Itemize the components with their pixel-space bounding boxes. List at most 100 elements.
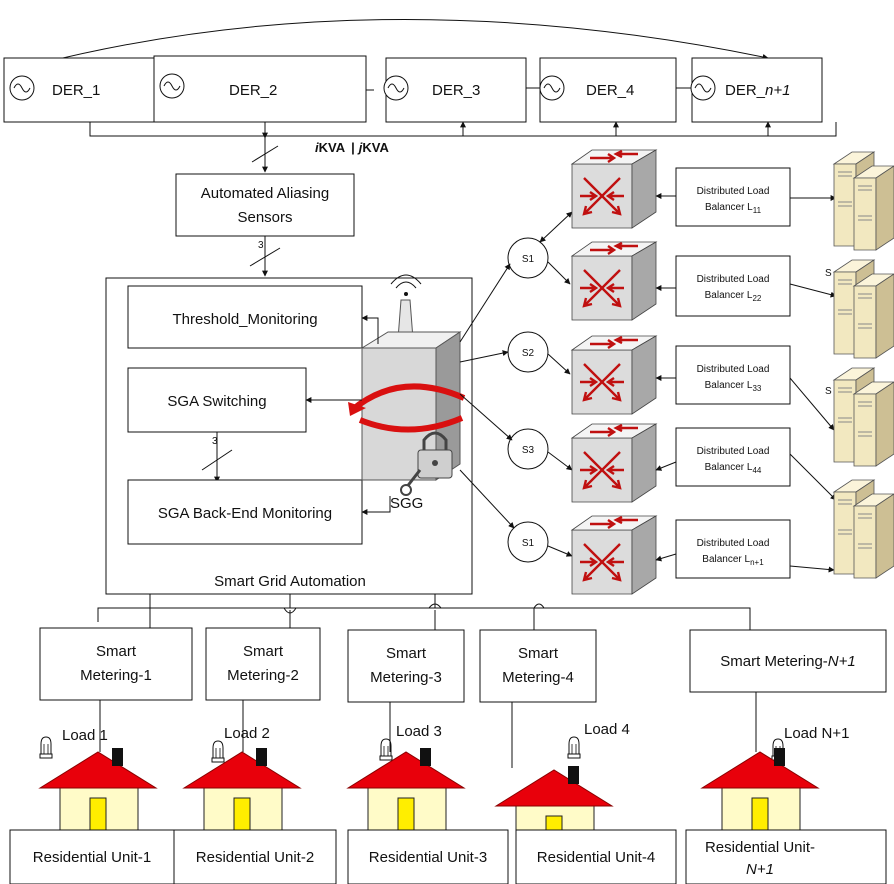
server-stack-2 — [833, 259, 894, 359]
svg-text:Balancer Ln+1: Balancer Ln+1 — [702, 554, 764, 567]
svg-text:Smart: Smart — [518, 645, 559, 662]
bulb-icon-1 — [39, 736, 53, 759]
sga-switching-box: SGA Switching — [127, 367, 307, 433]
network-switch-4 — [570, 422, 658, 504]
backend-label: SGA Back-End Monitoring — [158, 505, 332, 522]
sgg-label: SGG — [390, 495, 423, 512]
metering-bus — [97, 607, 751, 630]
bulb-icon-4 — [567, 736, 581, 759]
server-stack-1 — [833, 151, 894, 251]
server-tag-2: S — [825, 386, 832, 397]
aliasing-sensors-box: Automated Aliasing Sensors — [175, 173, 355, 237]
load-label-2: Load 2 — [224, 725, 270, 742]
svg-text:S2: S2 — [522, 348, 535, 359]
svg-text:Distributed Load: Distributed Load — [697, 538, 770, 549]
svg-text:Distributed Load: Distributed Load — [697, 446, 770, 457]
network-switch-2 — [570, 240, 658, 322]
der-1-label: DER_1 — [52, 82, 100, 99]
switching-label: SGA Switching — [167, 393, 266, 410]
load-label-3: Load 3 — [396, 723, 442, 740]
count-mark-2: 3 — [212, 436, 218, 447]
svg-text:Balancer L11: Balancer L11 — [705, 202, 762, 215]
residential-unit-n1: Residential Unit- N+1 — [685, 829, 887, 884]
load-balancer-3: Distributed Load Balancer L33 — [675, 345, 791, 405]
load-label-4: Load 4 — [584, 721, 630, 738]
der-1-box: DER_1 — [3, 57, 155, 123]
svg-text:Smart Metering-N+1: Smart Metering-N+1 — [720, 653, 855, 670]
threshold-label: Threshold_Monitoring — [172, 311, 317, 328]
network-switch-3 — [570, 334, 658, 416]
residential-unit-3: Residential Unit-3 — [347, 829, 509, 884]
sensors-label-1: Automated Aliasing — [201, 185, 329, 202]
network-switch-5 — [570, 514, 658, 596]
server-tag-1: S — [825, 268, 832, 279]
automation-caption: Smart Grid Automation — [214, 573, 366, 590]
switch-node-2: S2 — [507, 331, 549, 373]
server-stack-4 — [833, 479, 894, 579]
der-3-label: DER_3 — [432, 82, 480, 99]
residential-unit-4: Residential Unit-4 — [515, 829, 677, 884]
svg-text:Metering-4: Metering-4 — [502, 669, 574, 686]
bus-rating-label: iKVA|jKVA — [315, 140, 389, 155]
svg-text:Smart: Smart — [243, 643, 284, 660]
sgg-gateway — [348, 274, 466, 496]
sensors-label-2: Sensors — [237, 209, 292, 226]
der-3-box: DER_3 — [383, 57, 527, 123]
svg-text:Distributed Load: Distributed Load — [697, 274, 770, 285]
svg-text:Residential Unit-4: Residential Unit-4 — [537, 849, 655, 866]
der-2-label: DER_2 — [229, 82, 277, 99]
svg-text:Distributed Load: Distributed Load — [697, 186, 770, 197]
svg-text:Smart: Smart — [386, 645, 427, 662]
threshold-monitoring-box: Threshold_Monitoring — [127, 285, 363, 349]
svg-text:N+1: N+1 — [746, 861, 774, 878]
smart-meter-n1: Smart Metering-N+1 — [689, 629, 887, 693]
load-label-n1: Load N+1 — [784, 725, 849, 742]
house-2 — [183, 747, 301, 831]
switch-node-1: S1 — [507, 237, 549, 279]
svg-text:Metering-2: Metering-2 — [227, 667, 299, 684]
house-n1 — [701, 747, 819, 831]
house-1 — [39, 747, 157, 831]
load-label-1: Load 1 — [62, 727, 108, 744]
switch-node-3: S3 — [507, 428, 549, 470]
der-4-label: DER_4 — [586, 82, 634, 99]
load-balancer-5: Distributed Load Balancer Ln+1 — [675, 519, 791, 579]
der-loop-arrow — [37, 18, 769, 66]
svg-text:Smart: Smart — [96, 643, 137, 660]
svg-text:Metering-1: Metering-1 — [80, 667, 152, 684]
residential-unit-1: Residential Unit-1 — [9, 829, 175, 884]
svg-text:Metering-3: Metering-3 — [370, 669, 442, 686]
der-4-box: DER_4 — [539, 57, 677, 123]
svg-text:S1: S1 — [522, 254, 535, 265]
svg-text:S1: S1 — [522, 538, 535, 549]
svg-text:Balancer L44: Balancer L44 — [705, 462, 762, 475]
svg-text:S3: S3 — [522, 445, 535, 456]
svg-text:Residential Unit-3: Residential Unit-3 — [369, 849, 487, 866]
bus-slash-mark — [251, 145, 279, 163]
svg-text:Residential Unit-: Residential Unit- — [705, 839, 815, 856]
house-3 — [347, 747, 465, 831]
der-2-box: DER_2 — [153, 55, 367, 123]
svg-text:Distributed Load: Distributed Load — [697, 364, 770, 375]
svg-text:Balancer L33: Balancer L33 — [705, 380, 762, 393]
load-balancer-1: Distributed Load Balancer L11 — [675, 167, 791, 227]
switch-node-4: S1 — [507, 521, 549, 563]
server-stack-3 — [833, 367, 894, 467]
load-balancer-4: Distributed Load Balancer L44 — [675, 427, 791, 487]
gateway-to-threshold — [361, 315, 379, 344]
load-balancer-2: Distributed Load Balancer L22 — [675, 255, 791, 317]
svg-text:Residential Unit-1: Residential Unit-1 — [33, 849, 151, 866]
smart-meter-2: Smart Metering-2 — [205, 627, 321, 701]
smart-meter-4: Smart Metering-4 — [479, 629, 597, 703]
smart-meter-3: Smart Metering-3 — [347, 629, 465, 703]
der-n1-label: DER_n+1 — [725, 82, 790, 99]
residential-unit-2: Residential Unit-2 — [173, 829, 337, 884]
bulb-icon-2 — [211, 740, 225, 763]
network-switch-1 — [570, 148, 658, 230]
smart-meter-1: Smart Metering-1 — [39, 627, 193, 701]
sga-backend-monitoring-box: SGA Back-End Monitoring — [127, 479, 363, 545]
svg-text:Residential Unit-2: Residential Unit-2 — [196, 849, 314, 866]
count-mark-1: 3 — [258, 240, 264, 251]
der-n1-box: DER_n+1 — [690, 57, 823, 123]
